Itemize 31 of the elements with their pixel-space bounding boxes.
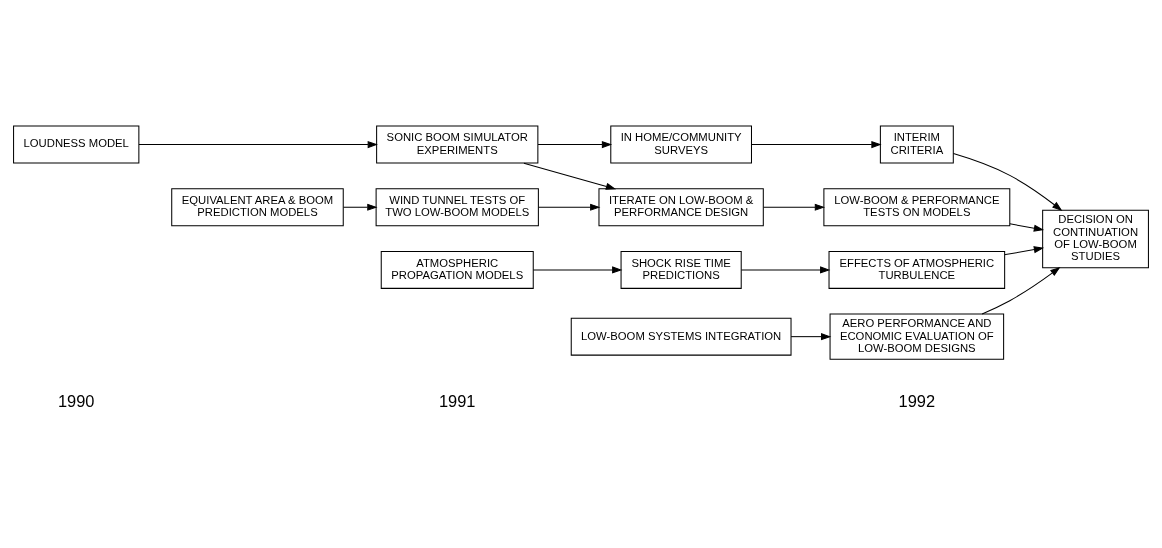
arrow <box>751 141 882 149</box>
arrow <box>763 203 826 211</box>
arrow <box>1004 246 1045 256</box>
node-box: IN HOME/COMMUNITY SURVEYS <box>610 125 752 164</box>
node-box: ATMOSPHERIC PROPAGATION MODELS <box>380 250 534 289</box>
node-box: INTERIM CRITERIA <box>879 125 954 164</box>
label: 1990 <box>57 392 95 411</box>
arrow <box>138 141 378 149</box>
arrow <box>1009 223 1045 232</box>
node-box: ITERATE ON LOW-BOOM & PERFORMANCE DESIGN <box>598 188 764 227</box>
node-box: EFFECTS OF ATMOSPHERIC TURBULENCE <box>828 250 1006 289</box>
node-box: DECISION ON CONTINUATION OF LOW-BOOM STUDIES <box>1042 209 1149 269</box>
label: 1992 <box>898 392 936 411</box>
arrow <box>790 333 832 341</box>
node-box: LOUDNESS MODEL <box>13 125 140 164</box>
node-box: LOW-BOOM SYSTEMS INTEGRATION <box>570 317 792 356</box>
node-box: AERO PERFORMANCE AND ECONOMIC EVALUATION OF LOW-BOOM DESIGNS <box>829 313 1005 360</box>
node-box: SHOCK RISE TIME PREDICTIONS <box>620 250 742 289</box>
arrow <box>952 153 1063 212</box>
arrow <box>523 162 617 190</box>
arrow <box>343 203 378 211</box>
node-box: SONIC BOOM SIMULATOR EXPERIMENTS <box>376 125 539 164</box>
arrow <box>740 266 831 274</box>
node-box: WIND TUNNEL TESTS OF TWO LOW-BOOM MODELS <box>375 188 539 227</box>
label: 1991 <box>438 392 476 411</box>
arrow <box>532 266 623 274</box>
arrow <box>538 203 601 211</box>
node-box: EQUIVALENT AREA & BOOM PREDICTION MODELS <box>171 188 344 227</box>
arrow <box>981 266 1061 315</box>
arrow <box>537 141 613 149</box>
node-box: LOW-BOOM & PERFORMANCE TESTS ON MODELS <box>823 188 1011 227</box>
